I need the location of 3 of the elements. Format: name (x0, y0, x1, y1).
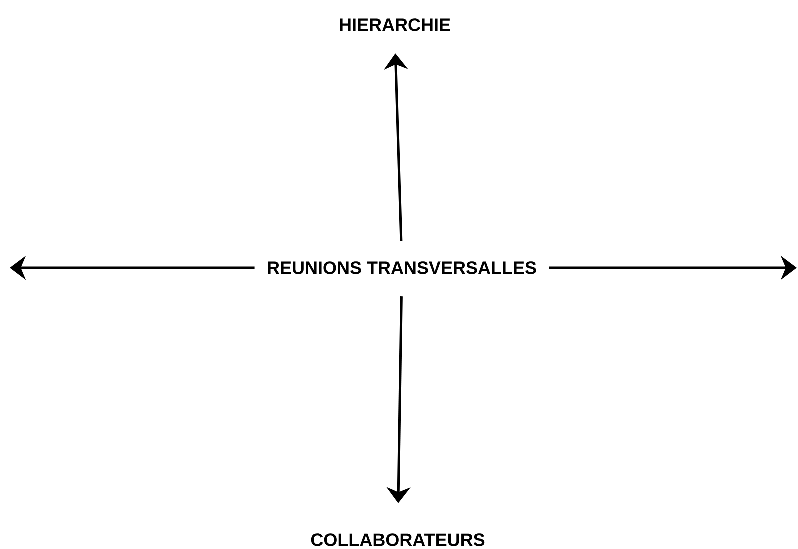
label-text: COLLABORATEURS (311, 534, 485, 546)
label-text: REUNIONS TRANSVERSALLES (268, 262, 536, 274)
label-text: HIERARCHIE (340, 18, 450, 32)
